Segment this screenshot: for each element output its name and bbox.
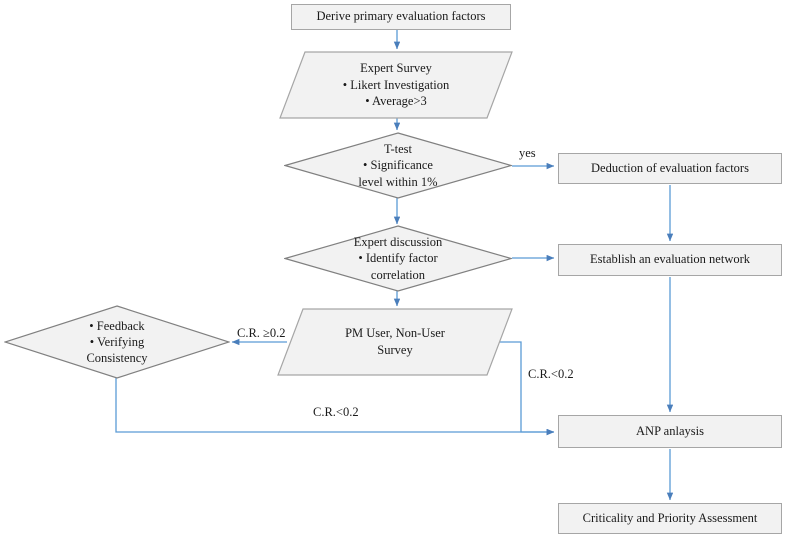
node-deduction-of-evaluation-factors[interactable]: Deduction of evaluation factors — [558, 153, 782, 184]
diamond-shape — [284, 225, 512, 292]
node-label: Criticality and Priority Assessment — [582, 510, 758, 525]
edge-label-yes: yes — [519, 146, 536, 160]
node-feedback-verifying-consistency[interactable]: • Feedback • Verifying Consistency — [4, 305, 230, 379]
node-text: Expert Survey • Likert Investigation • A… — [279, 51, 513, 119]
expert-discussion-line-1: Expert discussion — [353, 235, 443, 250]
node-text: Expert discussion • Identify factor corr… — [284, 225, 512, 292]
node-label: Deduction of evaluation factors — [591, 160, 749, 175]
node-label: Derive primary evaluation factors — [316, 9, 486, 24]
diamond-shape — [4, 305, 230, 379]
node-label: Establish an evaluation network — [589, 252, 751, 267]
feedback-line-3: Consistency — [86, 351, 148, 366]
node-expert-discussion[interactable]: Expert discussion • Identify factor corr… — [284, 225, 512, 292]
parallelogram-shape — [279, 51, 513, 119]
t-test-line-3: level within 1% — [358, 174, 438, 189]
node-pm-user-non-user-survey[interactable]: PM User, Non-User Survey — [277, 308, 513, 376]
parallelogram-shape — [277, 308, 513, 376]
edge-label-cr-less-bottom: C.R.<0.2 — [313, 405, 359, 419]
node-text: T-test • Significance level within 1% — [284, 132, 512, 199]
node-t-test[interactable]: T-test • Significance level within 1% — [284, 132, 512, 199]
node-derive-primary-evaluation-factors[interactable]: Derive primary evaluation factors — [291, 4, 511, 30]
node-label: ANP anlaysis — [636, 423, 704, 438]
t-test-line-1: T-test — [383, 142, 412, 157]
expert-discussion-line-2: • Identify factor — [358, 251, 438, 266]
pm-survey-line-2: Survey — [377, 343, 413, 357]
feedback-line-2: • Verifying — [89, 334, 145, 349]
node-text: PM User, Non-User Survey — [277, 308, 513, 376]
node-establish-an-evaluation-network[interactable]: Establish an evaluation network — [558, 244, 782, 276]
node-criticality-and-priority-assessment[interactable]: Criticality and Priority Assessment — [558, 503, 782, 534]
edge-label-cr-greater-equal: C.R. ≥0.2 — [237, 326, 286, 340]
pm-survey-line-1: PM User, Non-User — [345, 326, 445, 341]
expert-discussion-line-3: correlation — [370, 267, 426, 282]
expert-survey-line-3: • Average>3 — [365, 94, 427, 109]
t-test-line-2: • Significance — [363, 158, 433, 173]
feedback-line-1: • Feedback — [89, 318, 145, 333]
expert-survey-line-1: Expert Survey — [360, 60, 432, 75]
expert-survey-line-2: • Likert Investigation — [342, 77, 450, 92]
node-expert-survey[interactable]: Expert Survey • Likert Investigation • A… — [279, 51, 513, 119]
node-anp-analysis[interactable]: ANP anlaysis — [558, 415, 782, 448]
diamond-shape — [284, 132, 512, 199]
node-text: • Feedback • Verifying Consistency — [4, 305, 230, 379]
edge-label-cr-less-right: C.R.<0.2 — [528, 367, 574, 381]
